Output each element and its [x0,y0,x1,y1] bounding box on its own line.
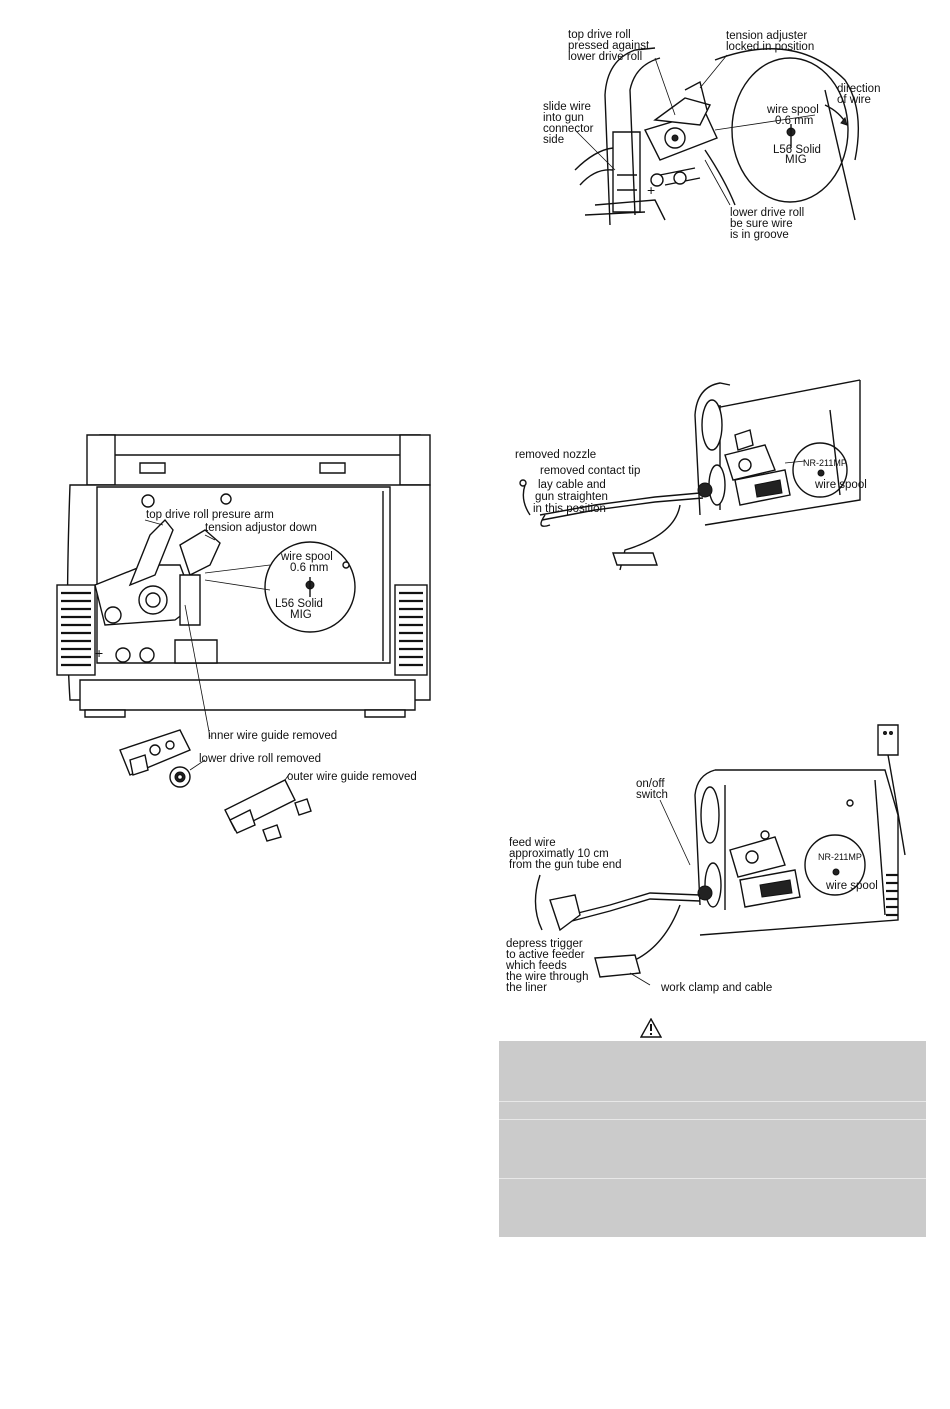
label-spool-size-left: 0.6 mm [290,562,328,574]
label-spool-type-left: L56 Solid [275,598,323,610]
label-work-clamp: work clamp and cable [660,982,772,994]
label-wire-spool-middle: wire spool [814,479,867,491]
svg-text:+: + [647,182,655,198]
label-spool-size-top: 0.6 mm [775,115,813,127]
label-spool-mig-top: MIG [785,154,807,166]
label-model-badge-middle: NR-211MP [803,458,847,468]
label-tension-adjustor-down: tension adjustor down [205,522,317,534]
label-wire-spool-top: wire spool [766,104,819,116]
welder-open-side-figure: + top drive roll presure arm tension adj… [56,434,431,842]
label-top-drive-roll-arm: top drive roll presure arm [146,509,274,521]
warning-divider [499,1178,926,1179]
label-inner-wire-guide: inner wire guide removed [208,730,337,742]
label-removed-nozzle: removed nozzle [515,449,596,461]
label-removed-contact-tip: removed contact tip [540,465,640,477]
svg-text:+: + [95,645,103,661]
label-wire-spool-left: wire spool [280,551,333,563]
label-lower-drive-roll-removed: lower drive roll removed [199,753,321,765]
label-spool-mig-left: MIG [290,609,312,621]
warning-panel [499,1041,926,1237]
gun-straighten-figure: removed nozzle removed contact tip lay c… [515,379,867,571]
label-spool-type-top: L56 Solid [773,144,821,156]
label-model-badge-bottom: NR-211MP [818,852,862,862]
warning-triangle-icon [640,1018,662,1038]
label-outer-wire-guide: outer wire guide removed [287,771,417,783]
warning-divider [499,1119,926,1120]
label-wire-spool-bottom: wire spool [825,880,878,892]
warning-divider [499,1101,926,1102]
